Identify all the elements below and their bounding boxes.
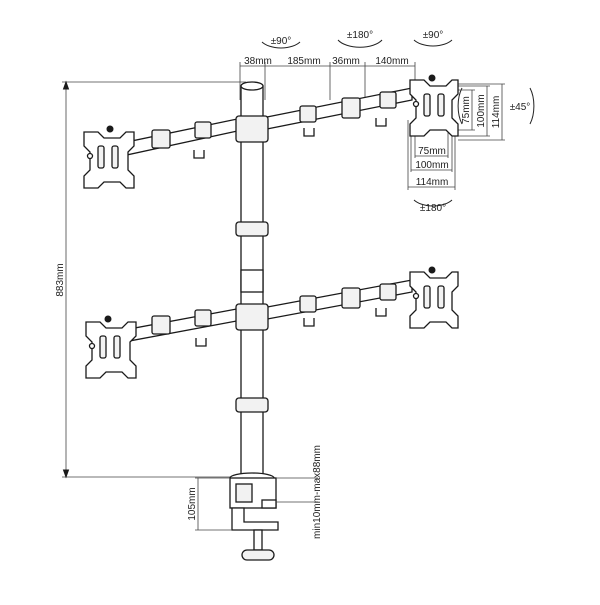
lower-arm-assembly	[123, 279, 413, 347]
rotation-arc-bottom	[413, 199, 453, 207]
upper-arm-assembly	[121, 87, 413, 159]
vesa-plate-upper-left	[83, 125, 135, 189]
tilt-label: ±45°	[510, 102, 531, 113]
vesa-plate-lower-left	[85, 315, 137, 379]
tilt-arc	[457, 87, 535, 125]
rotation-label-right: ±90°	[423, 30, 444, 41]
vesa-vertical-dimensions	[458, 83, 505, 141]
overall-height-label: 883mm	[55, 263, 66, 296]
rotation-label-center: ±180°	[347, 30, 373, 41]
clamp-dimensions	[195, 477, 318, 531]
overall-height-dimension	[62, 80, 246, 479]
vesa-horizontal-75-label: 75mm	[418, 146, 446, 157]
rotation-arc-left	[261, 41, 301, 49]
desk-thickness-label: min10mm-max88mm	[312, 445, 323, 539]
vesa-vertical-100-label: 100mm	[476, 94, 487, 127]
arm-segment-1-label: 185mm	[287, 56, 320, 67]
vesa-vertical-75-label: 75mm	[461, 96, 472, 124]
vesa-plate-upper-right	[409, 74, 459, 137]
vesa-horizontal-114-label: 114mm	[416, 177, 449, 188]
rotation-label-left: ±90°	[271, 36, 292, 47]
vesa-vertical-114-label: 114mm	[491, 96, 502, 129]
desk-clamp	[229, 472, 279, 561]
rotation-label-bottom: ±180°	[420, 203, 446, 214]
arm-segment-2-label: 140mm	[375, 56, 408, 67]
rotation-arc-right	[413, 39, 453, 47]
rotation-arc-center	[337, 39, 383, 48]
vesa-horizontal-100-label: 100mm	[415, 160, 448, 171]
pole-diameter-label: 38mm	[244, 56, 272, 67]
clamp-height-label: 105mm	[187, 487, 198, 520]
joint-width-label: 36mm	[332, 56, 360, 67]
vesa-plate-lower-right	[409, 266, 459, 329]
